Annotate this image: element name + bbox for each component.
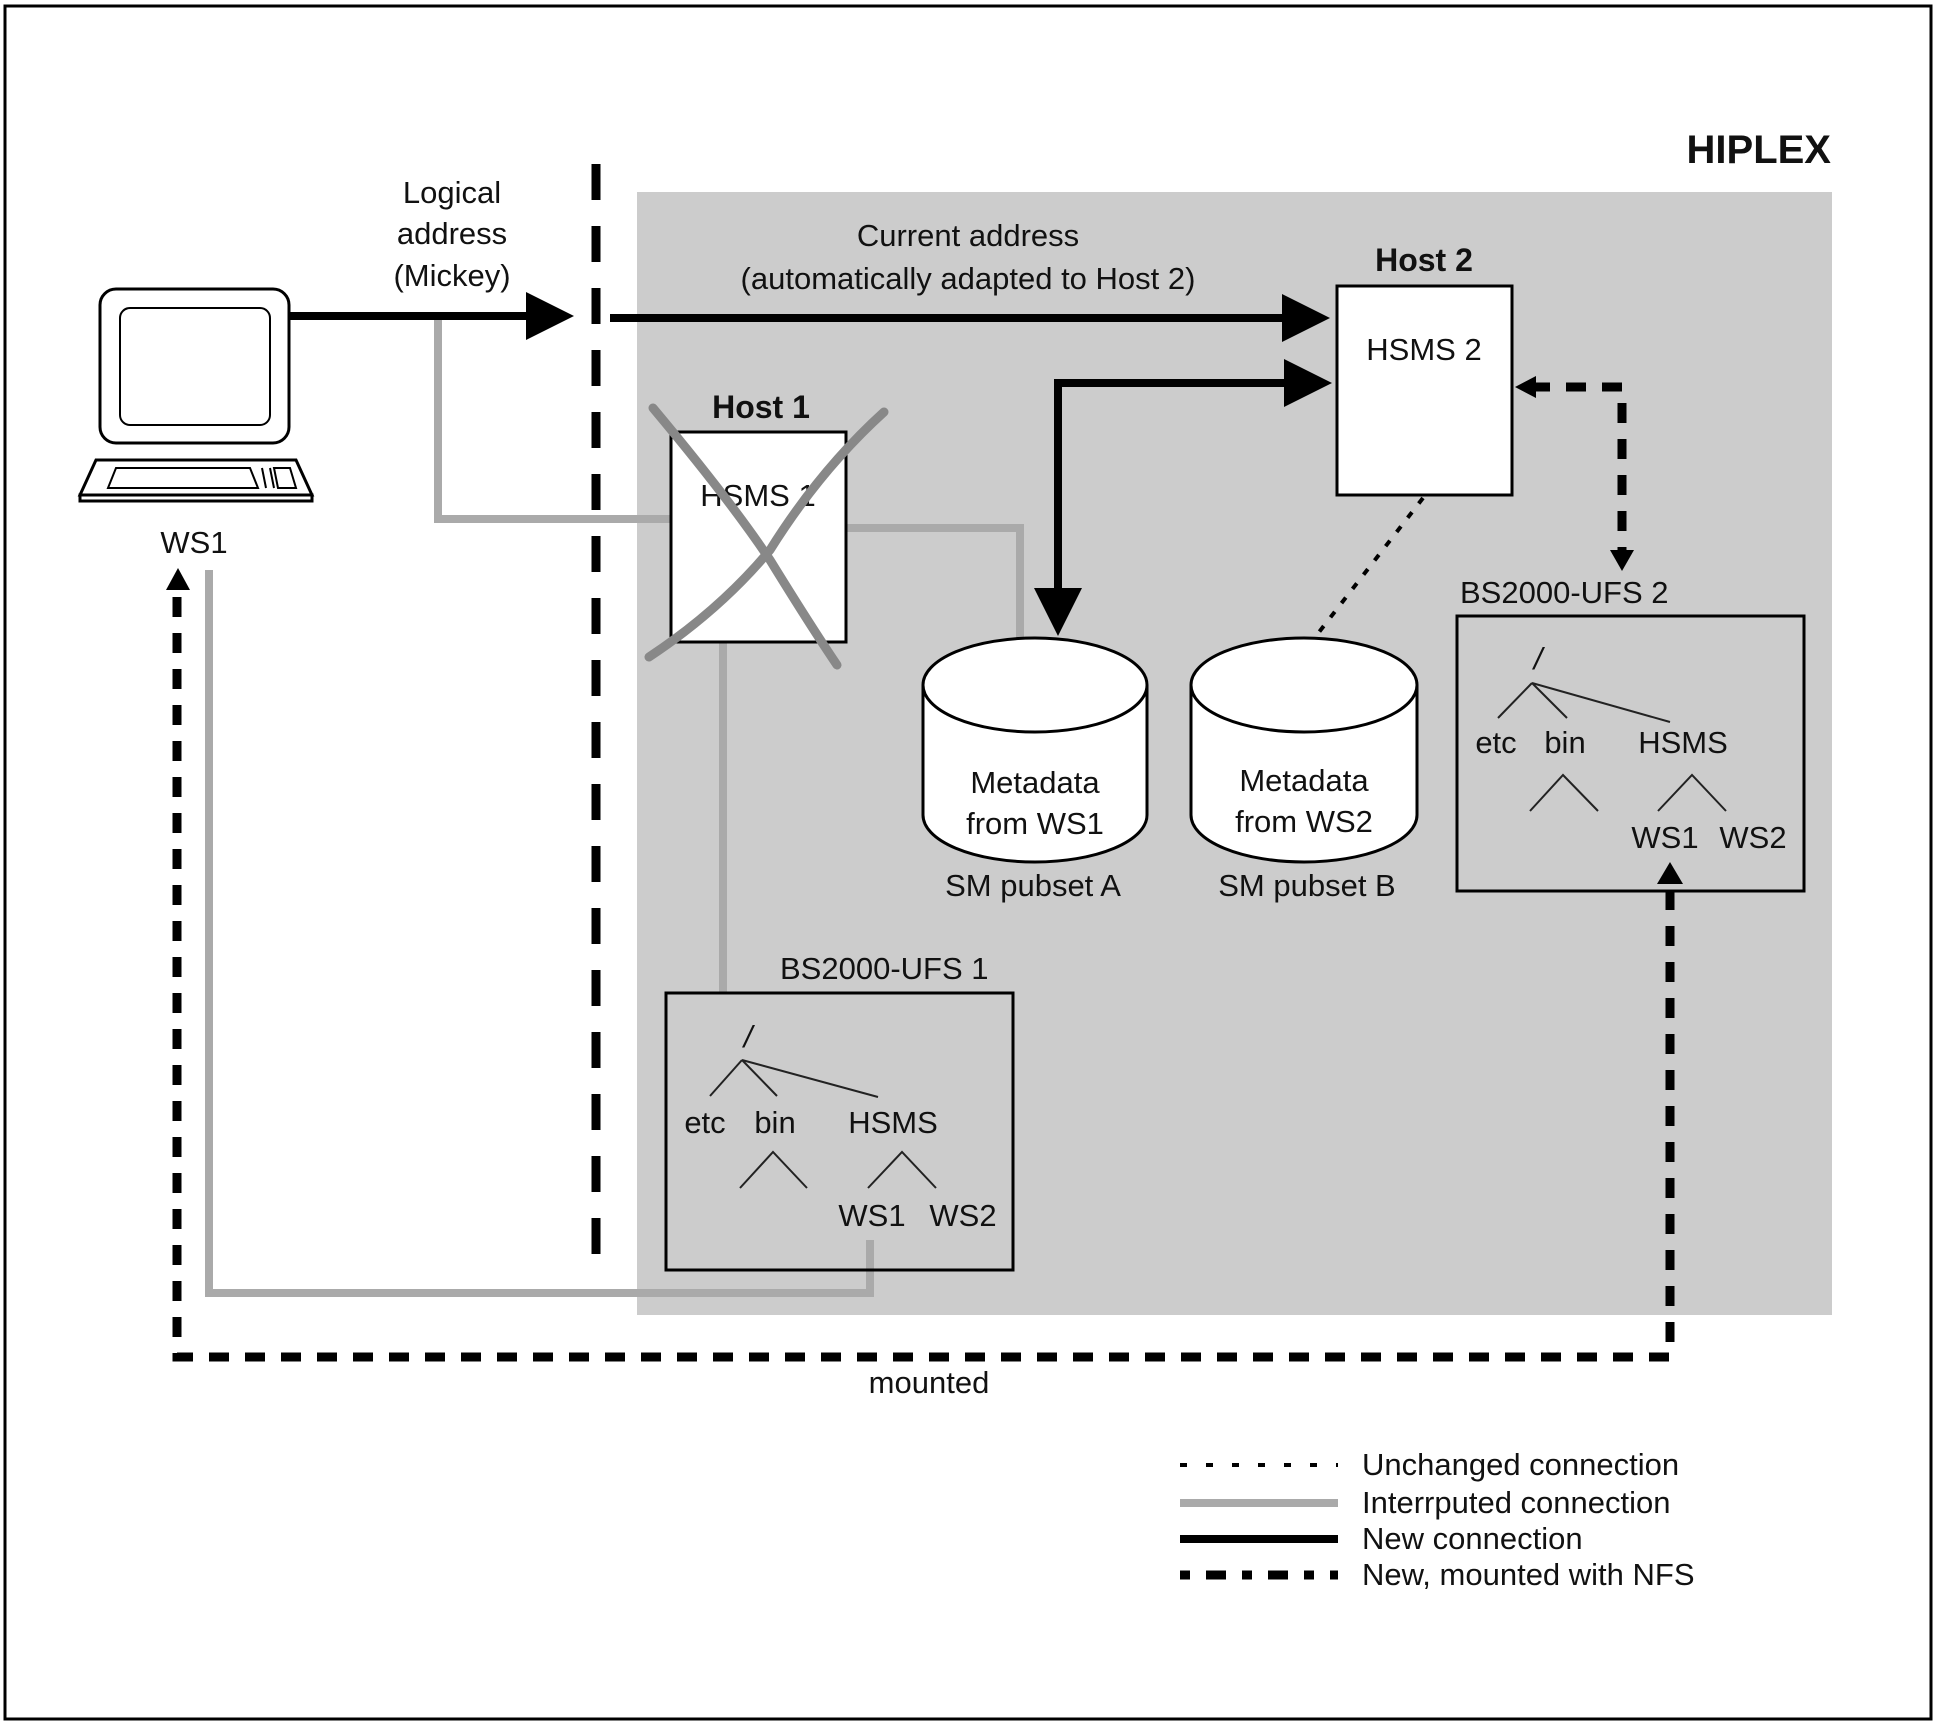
- ufs1-dir-ws2: WS2: [929, 1198, 996, 1233]
- host2-box: [1335, 284, 1514, 497]
- hiplex-title: HIPLEX: [1687, 128, 1832, 172]
- workstation-label: WS1: [160, 525, 227, 560]
- logical-address-label-line1: Logical: [403, 175, 501, 210]
- nfs-arrowheads: [166, 376, 1683, 884]
- interrupted-host1-to-pubset-a: [846, 524, 1024, 640]
- ufs1-box: [664, 991, 1015, 1272]
- pubset-b-label: SM pubset B: [1218, 868, 1395, 903]
- pubset-a-content-line1: Metadata: [970, 765, 1100, 800]
- ufs1-title: BS2000-UFS 1: [780, 951, 989, 986]
- legend: Unchanged connection Interrputed connect…: [1180, 1447, 1695, 1592]
- legend-label-unchanged: Unchanged connection: [1362, 1447, 1679, 1482]
- ufs2-box: [1455, 614, 1806, 893]
- new-connections: [289, 292, 1330, 636]
- pubset-b-cylinder: [1189, 636, 1419, 864]
- computer-terminal-icon: [77, 287, 315, 503]
- logical-address-label-line2: address: [397, 216, 507, 251]
- host2-title: Host 2: [1375, 242, 1473, 278]
- ufs1-tree-lines: [709, 1059, 937, 1189]
- ufs2-dir-ws2: WS2: [1719, 820, 1786, 855]
- interrupted-ufs1-to-ws1: [205, 570, 874, 1297]
- ufs2-root: /: [1532, 641, 1546, 676]
- ufs1-dir-hsms: HSMS: [848, 1105, 938, 1140]
- arrow-up-to-ws1-icon: [166, 568, 190, 590]
- nfs-ufs2-to-ws1: [172, 590, 1675, 1362]
- current-address-label-line2: (automatically adapted to Host 2): [741, 261, 1196, 296]
- host2-hsms-label: HSMS 2: [1366, 332, 1481, 367]
- unchanged-host2-to-pubset-b: [1314, 496, 1425, 638]
- ufs2-title: BS2000-UFS 2: [1460, 575, 1669, 610]
- ufs2-dir-etc: etc: [1475, 725, 1516, 760]
- arrow-left-to-host2-icon: [1515, 376, 1536, 398]
- pubset-a-content-line2: from WS1: [966, 806, 1104, 841]
- pubset-a-label: SM pubset A: [945, 868, 1121, 903]
- nfs-mounted-connections: [172, 382, 1675, 1362]
- new-host2-to-pubset-a: [1034, 379, 1322, 636]
- host1-title: Host 1: [712, 389, 810, 425]
- ufs2-tree-lines: [1497, 682, 1727, 812]
- pubset-a-cylinder: [921, 636, 1149, 864]
- logical-address-label-line3: (Mickey): [393, 258, 510, 293]
- ufs2-dir-hsms: HSMS: [1638, 725, 1728, 760]
- arrow-up-to-ufs2-ws1-icon: [1657, 862, 1683, 884]
- legend-label-interrupted: Interrputed connection: [1362, 1485, 1671, 1520]
- current-address-label-line1: Current address: [857, 218, 1079, 253]
- ufs1-dir-bin: bin: [754, 1105, 795, 1140]
- legend-label-nfs: New, mounted with NFS: [1362, 1557, 1695, 1592]
- pubset-b-content-line1: Metadata: [1239, 763, 1369, 798]
- failure-cross-icon: [644, 403, 889, 670]
- mounted-label: mounted: [869, 1365, 990, 1400]
- ufs2-dir-bin: bin: [1544, 725, 1585, 760]
- ufs2-dir-ws1: WS1: [1631, 820, 1698, 855]
- nfs-host2-to-ufs2: [1530, 382, 1627, 552]
- ufs1-dir-etc: etc: [684, 1105, 725, 1140]
- ufs1-dir-ws1: WS1: [838, 1198, 905, 1233]
- ufs1-root: /: [742, 1019, 756, 1054]
- interrupted-ws1-to-host1: [434, 318, 671, 523]
- interrupted-connections: [205, 318, 1024, 1297]
- legend-label-new: New connection: [1362, 1521, 1583, 1556]
- pubset-b-content-line2: from WS2: [1235, 804, 1373, 839]
- arrow-down-to-ufs2-icon: [1610, 550, 1634, 571]
